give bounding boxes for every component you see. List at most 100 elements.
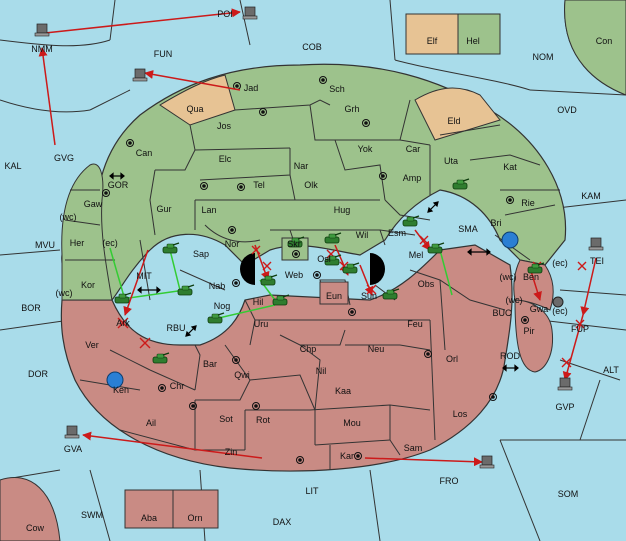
province-label-kaa: Kaa (335, 386, 351, 396)
province-label-hel: Hel (466, 36, 480, 46)
sea-label-swm: SWM (81, 510, 103, 520)
gate-west (240, 253, 255, 285)
province-label-nab: Nab (209, 281, 226, 291)
province-label-wc4: (wc) (506, 295, 523, 305)
sea-label-nmm: NMM (31, 44, 53, 54)
province-label-uru: Uru (254, 319, 269, 329)
sea-label-rbu: RBU (166, 323, 185, 333)
province-label-grh: Grh (344, 104, 359, 114)
sea-label-sma: SMA (458, 224, 478, 234)
province-label-rot: Rot (256, 415, 271, 425)
province-label-qua: Qua (186, 104, 203, 114)
region-gwa[interactable] (513, 259, 554, 311)
province-label-amp: Amp (403, 173, 422, 183)
province-label-skr: Skr (287, 239, 301, 249)
province-label-gur: Gur (156, 204, 171, 214)
province-label-eld: Eld (447, 116, 460, 126)
sea-label-dor: DOR (28, 369, 49, 379)
province-label-wc3: (wc) (56, 288, 73, 298)
province-label-los: Los (453, 409, 468, 419)
province-borders-north (64, 99, 560, 301)
sea-label-cob: COB (302, 42, 322, 52)
sea-label-mit: MIT (136, 271, 152, 281)
province-label-ec1: (ec) (102, 238, 118, 248)
sea-label-gvg: GVG (54, 153, 74, 163)
region-aba[interactable] (124, 489, 174, 529)
province-label-sch: Sch (329, 84, 345, 94)
province-label-olk: Olk (304, 180, 318, 190)
province-label-ken: Ken (113, 385, 129, 395)
province-label-kar: Kar (340, 451, 354, 461)
sea-label-som: SOM (558, 489, 579, 499)
province-label-cow: Cow (26, 523, 45, 533)
province-label-bar: Bar (203, 359, 217, 369)
region-eld[interactable] (414, 87, 501, 141)
province-label-feu: Feu (407, 319, 423, 329)
gate-east (370, 253, 385, 285)
province-label-zin: Zin (225, 447, 238, 457)
province-label-mou: Mou (343, 418, 361, 428)
province-label-web: Web (285, 270, 303, 280)
sea-label-fro: FRO (440, 476, 459, 486)
province-label-orn: Orn (187, 513, 202, 523)
province-label-nog: Nog (214, 301, 231, 311)
fleet-units (106, 231, 564, 389)
sea-label-alt: ALT (603, 365, 619, 375)
supply-centers (102, 76, 529, 464)
region-qua[interactable] (159, 74, 236, 126)
province-label-gwa: Gwa (530, 304, 549, 314)
sea-label-tei: TEI (590, 256, 604, 266)
sea-label-buc: BUC (492, 308, 512, 318)
province-label-aba: Aba (141, 513, 157, 523)
province-label-qwi: Qwi (234, 370, 250, 380)
province-label-rie: Rie (521, 198, 535, 208)
province-label-chp: Chp (300, 344, 317, 354)
province-label-ben: Ben (523, 272, 539, 282)
province-label-car: Car (406, 144, 421, 154)
province-label-eun: Eun (326, 291, 342, 301)
province-label-sam: Sam (404, 443, 423, 453)
region-hel[interactable] (457, 13, 501, 55)
region-eun[interactable] (319, 281, 349, 305)
province-label-gaw: Gaw (84, 199, 103, 209)
province-label-ail: Ail (146, 418, 156, 428)
region-elf[interactable] (405, 13, 459, 55)
sea-label-nom: NOM (533, 52, 554, 62)
province-label-lan: Lan (201, 205, 216, 215)
province-label-neu: Neu (368, 344, 385, 354)
region-pir[interactable] (514, 299, 554, 373)
sea-label-kal: KAL (4, 161, 21, 171)
province-label-esm: Esm (388, 228, 406, 238)
move-orders (38, 8, 597, 467)
sea-label-lit: LIT (305, 486, 319, 496)
province-label-ec3: (ec) (552, 306, 568, 316)
province-label-bri: Bri (491, 218, 502, 228)
region-left-arm[interactable] (61, 163, 113, 301)
province-label-tel: Tel (253, 180, 265, 190)
sea-label-rod: ROD (500, 351, 521, 361)
sea-label-bor: BOR (21, 303, 41, 313)
region-orn[interactable] (172, 489, 219, 529)
sea-label-ovd: OVD (557, 105, 577, 115)
province-label-chr: Chr (170, 381, 185, 391)
province-label-pir: Pir (524, 326, 535, 336)
sea-label-dax: DAX (273, 517, 292, 527)
province-label-kat: Kat (503, 162, 517, 172)
province-label-nil: Nil (316, 366, 327, 376)
province-label-sap: Sap (193, 249, 209, 259)
province-label-kor: Kor (81, 280, 95, 290)
province-label-elf: Elf (427, 36, 438, 46)
province-label-obs: Obs (418, 279, 435, 289)
province-label-ver: Ver (85, 340, 99, 350)
sea-label-gor: GOR (108, 180, 129, 190)
province-label-jos: Jos (217, 121, 232, 131)
sea-label-con: Con (596, 36, 613, 46)
province-label-ark: Ark (116, 318, 130, 328)
sea-label-gvp: GVP (555, 402, 574, 412)
strait-arrows (109, 172, 519, 372)
province-label-uta: Uta (444, 156, 458, 166)
province-label-wil: Wil (356, 230, 369, 240)
province-label-wc2: (wc) (500, 272, 517, 282)
